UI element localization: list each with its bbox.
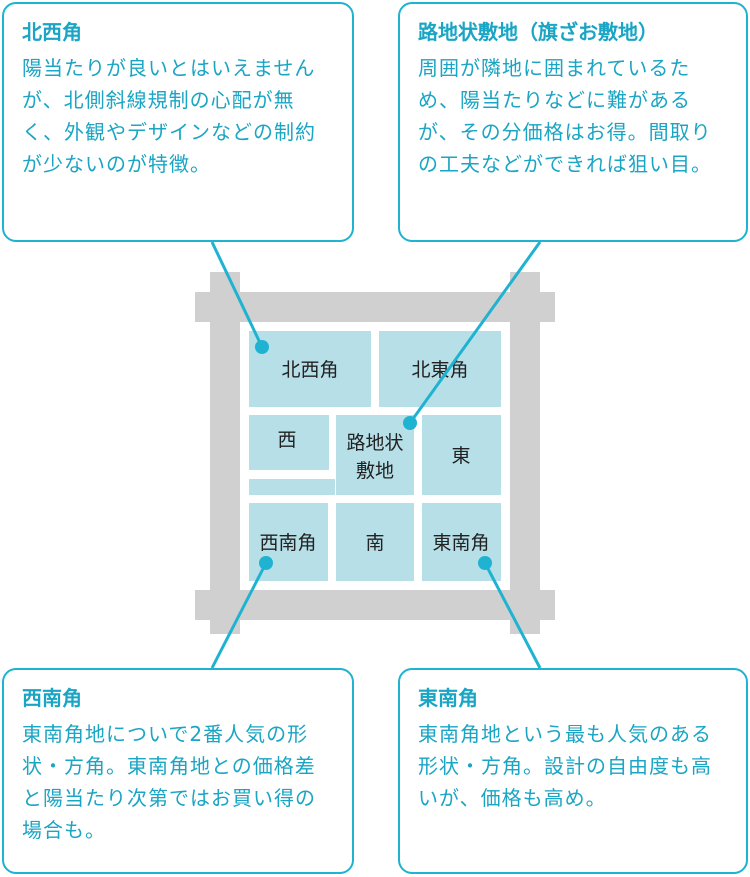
card-southeast: 東南角 東南角地という最も人気のある形状・方角。設計の自由度も高いが、価格も高め…	[398, 668, 748, 874]
dot-southwest	[259, 556, 273, 570]
card-southwest: 西南角 東南角地についで2番人気の形状・方角。東南角地との価格差と陽当たり次第で…	[2, 668, 354, 874]
lot-label-southwest: 西南角	[259, 532, 316, 554]
card-northwest-body: 陽当たりが良いとはいえませんが、北側斜線規制の心配が無く、外観やデザインなどの制…	[22, 56, 316, 176]
lot-label-west: 西	[277, 429, 296, 451]
lot-label-northeast: 北東角	[411, 359, 468, 381]
card-northwest: 北西角 陽当たりが良いとはいえませんが、北側斜線規制の心配が無く、外観やデザイン…	[2, 2, 354, 242]
connector-southwest	[210, 562, 268, 669]
connector-dots	[255, 340, 492, 570]
connector-northwest	[210, 241, 264, 348]
dot-northwest	[255, 340, 269, 354]
road-south	[195, 590, 555, 620]
dot-flag	[403, 416, 417, 430]
card-southwest-body: 東南角地についで2番人気の形状・方角。東南角地との価格差と陽当たり次第ではお買い…	[22, 722, 316, 842]
connector-southeast	[483, 562, 542, 669]
lot-flag	[336, 415, 414, 495]
lot-east	[422, 415, 501, 495]
lot-northeast	[379, 331, 501, 407]
connectors	[210, 241, 542, 669]
roads	[195, 272, 555, 634]
lot-label-south: 南	[365, 532, 384, 554]
dot-southeast	[478, 556, 492, 570]
card-southeast-body: 東南角地という最も人気のある形状・方角。設計の自由度も高いが、価格も高め。	[418, 722, 712, 810]
card-flag-lot: 路地状敷地（旗ざお敷地） 周囲が隣地に囲まれているため、陽当たりなどに難があるが…	[398, 2, 748, 242]
lot-northwest	[249, 331, 371, 407]
lot-flag-pole	[249, 479, 335, 495]
card-flag-lot-body: 周囲が隣地に囲まれているため、陽当たりなどに難があるが、その分価格はお得。間取り…	[418, 56, 712, 176]
lot-label-southeast: 東南角	[432, 532, 489, 554]
lot-south	[336, 503, 414, 581]
card-southwest-title: 西南角	[22, 686, 82, 710]
card-flag-lot-title: 路地状敷地（旗ざお敷地）	[418, 20, 658, 44]
lot-west	[249, 415, 329, 470]
lot-label-flag-line2: 敷地	[356, 460, 394, 482]
road-east	[510, 272, 540, 634]
lots	[249, 331, 501, 581]
card-northwest-title: 北西角	[22, 20, 82, 44]
road-west	[210, 272, 240, 634]
lot-label-northwest: 北西角	[281, 359, 338, 381]
lot-label-flag-line1: 路地状	[346, 432, 403, 454]
card-southeast-title: 東南角	[418, 686, 478, 710]
lot-label-east: 東	[451, 445, 470, 467]
connector-flag	[408, 241, 542, 424]
